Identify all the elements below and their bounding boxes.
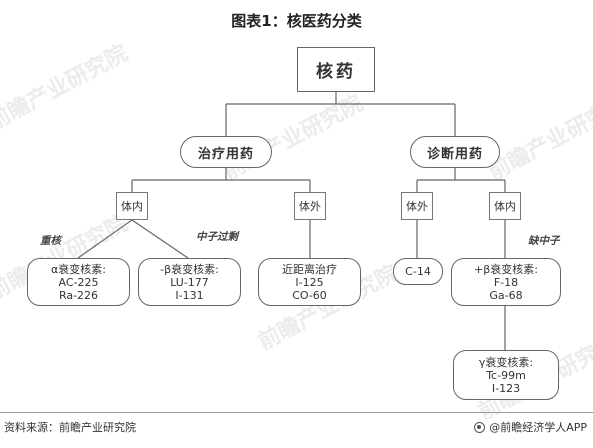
c14-node: C-14 <box>393 258 443 285</box>
page-title: 图表1：核医药分类 <box>231 12 362 30</box>
brachytherapy-node: 近距离治疗 I-125 CO-60 <box>258 258 361 306</box>
leaf-line: -β衰变核素: <box>160 262 219 276</box>
gamma-nuclide-node: γ衰变核素: Tc-99m I-123 <box>453 350 559 400</box>
annotation-neutron-excess: 中子过剩 <box>196 231 238 243</box>
source-note: 资料来源：前瞻产业研究院 <box>4 421 136 434</box>
footer-divider <box>0 412 593 413</box>
beta-minus-nuclide-node: -β衰变核素: LU-177 I-131 <box>138 258 241 306</box>
leaf-line: I-131 <box>175 288 204 302</box>
brand-logo-icon <box>474 421 486 433</box>
leaf-line: γ衰变核素: <box>478 355 534 369</box>
annotation-heavy-nucleus: 重核 <box>40 235 61 247</box>
leaf-line: Ra-226 <box>58 288 99 302</box>
leaf-line: Tc-99m <box>486 368 526 382</box>
therapy-in-vivo-node: 体内 <box>116 192 148 220</box>
leaf-line: C-14 <box>405 265 431 278</box>
root-node: 核药 <box>297 47 375 92</box>
alpha-nuclide-node: α衰变核素: AC-225 Ra-226 <box>27 258 130 306</box>
leaf-line: F-18 <box>493 275 519 289</box>
beta-plus-nuclide-node: +β衰变核素: F-18 Ga-68 <box>451 258 561 306</box>
leaf-line: α衰变核素: <box>51 262 106 276</box>
leaf-line: AC-225 <box>58 275 99 289</box>
therapy-in-vitro-node: 体外 <box>294 192 326 220</box>
leaf-line: LU-177 <box>170 275 209 289</box>
diagnostic-in-vitro-node: 体外 <box>401 192 433 220</box>
brand-text: @前瞻经济学人APP <box>489 421 587 434</box>
diagnostic-in-vivo-node: 体内 <box>489 192 521 220</box>
annotation-neutron-deficient: 缺中子 <box>528 235 560 247</box>
leaf-line: I-125 <box>295 275 324 289</box>
leaf-line: I-123 <box>491 381 521 395</box>
diagnostic-drug-node: 诊断用药 <box>410 136 500 168</box>
brand-credit: @前瞻经济学人APP <box>474 419 587 435</box>
leaf-line: 近距离治疗 <box>282 262 337 276</box>
leaf-line: Ga-68 <box>489 288 523 302</box>
leaf-line: CO-60 <box>292 288 327 302</box>
therapy-drug-node: 治疗用药 <box>180 136 272 168</box>
leaf-line: +β衰变核素: <box>474 262 538 276</box>
